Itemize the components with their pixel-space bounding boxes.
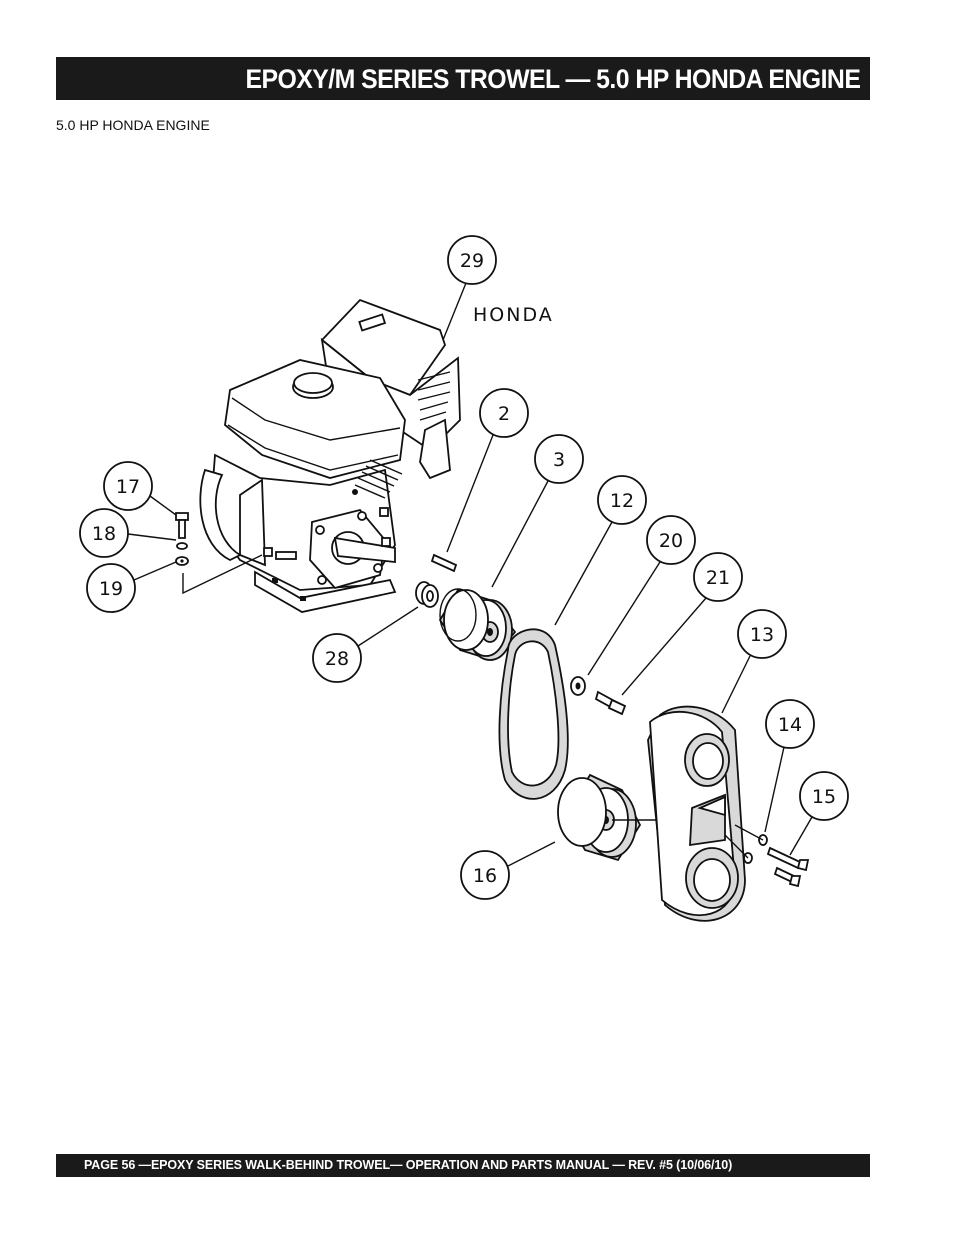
svg-text:14: 14	[778, 714, 802, 736]
callout-15: 15	[789, 771, 849, 856]
header-bar: EPOXY/M SERIES TROWEL — 5.0 HP HONDA ENG…	[56, 57, 870, 100]
svg-text:13: 13	[750, 624, 774, 646]
spacer-ring	[415, 581, 439, 608]
callout-17: 17	[103, 461, 177, 516]
callout-28: 28	[312, 606, 419, 683]
svg-text:29: 29	[460, 250, 484, 272]
page-footer: PAGE 56 —EPOXY SERIES WALK-BEHIND TROWEL…	[84, 1158, 733, 1172]
guard-screws	[724, 824, 810, 888]
callout-13: 13	[721, 609, 787, 714]
callout-20: 20	[587, 515, 696, 676]
callout-2: 2	[446, 388, 529, 553]
svg-text:3: 3	[553, 449, 565, 471]
callout-16: 16	[460, 841, 556, 900]
svg-text:12: 12	[610, 490, 634, 512]
section-label: 5.0 HP HONDA ENGINE	[56, 117, 210, 133]
engine-brand-label: HONDA	[473, 304, 554, 326]
engine-illustration	[182, 298, 461, 613]
callout-14: 14	[764, 699, 815, 833]
svg-text:18: 18	[92, 523, 116, 545]
svg-text:20: 20	[659, 530, 683, 552]
svg-text:15: 15	[812, 786, 836, 808]
bolt-washer-stack	[175, 512, 189, 566]
v-belt	[498, 628, 569, 800]
svg-text:17: 17	[116, 476, 140, 498]
driven-pulley	[557, 773, 700, 862]
callout-21: 21	[621, 552, 743, 696]
callout-3: 3	[491, 434, 584, 588]
footer-bar: PAGE 56 —EPOXY SERIES WALK-BEHIND TROWEL…	[56, 1154, 870, 1177]
callout-12: 12	[554, 475, 647, 626]
drive-pulley	[438, 588, 517, 662]
shaft-key	[430, 553, 458, 573]
callout-19: 19	[86, 561, 177, 613]
callout-18: 18	[79, 508, 177, 558]
washer-and-bolt	[570, 676, 627, 716]
svg-text:28: 28	[325, 648, 349, 670]
page-title: EPOXY/M SERIES TROWEL — 5.0 HP HONDA ENG…	[245, 64, 860, 94]
svg-text:21: 21	[706, 567, 730, 589]
svg-text:19: 19	[99, 578, 123, 600]
belt-guard	[647, 705, 746, 922]
svg-text:16: 16	[473, 865, 497, 887]
callout-29: 29	[442, 235, 497, 341]
svg-text:2: 2	[498, 403, 510, 425]
